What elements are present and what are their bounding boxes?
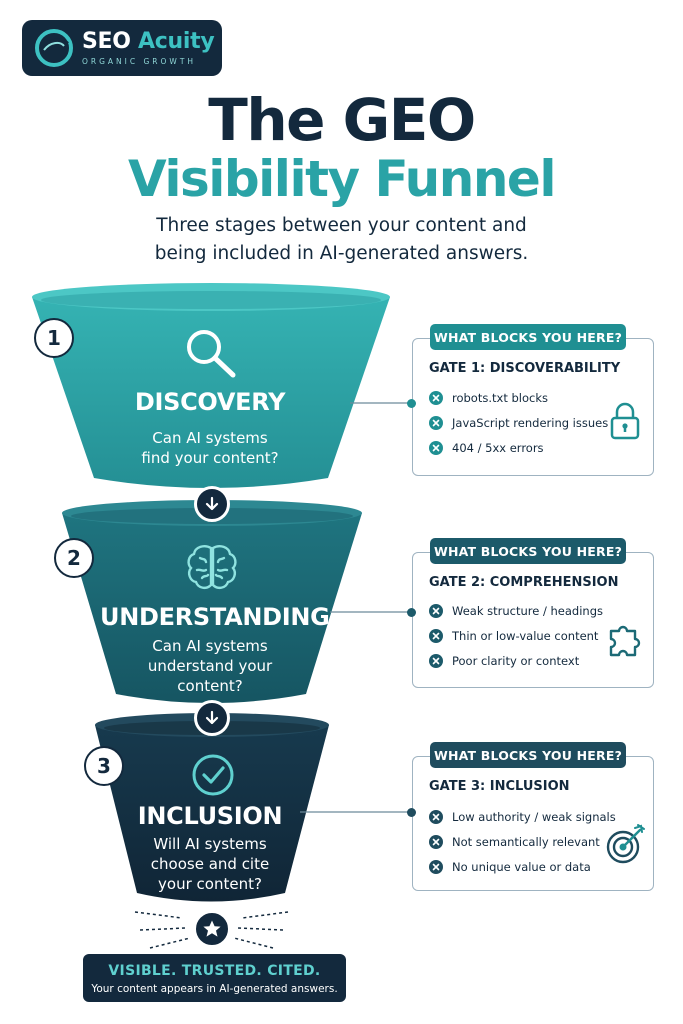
subtitle-line1: Three stages between your content and [156, 215, 527, 236]
brand-name: SEO Acuity [82, 28, 215, 54]
target-icon [606, 824, 645, 864]
gate-3-title: GATE 3: INCLUSION [429, 779, 570, 794]
gate-3-item-text: Low authority / weak signals [452, 810, 616, 824]
gate-2-item: Poor clarity or context [429, 654, 579, 668]
stage-2-name: UNDERSTANDING [100, 603, 330, 631]
stage-2-question-line2: understand your [147, 657, 273, 675]
x-mark-icon [429, 629, 443, 643]
gate-3-item: No unique value or data [429, 860, 591, 874]
star-icon [193, 910, 231, 948]
logo-swirl-icon [35, 29, 73, 67]
stage-number-2: 2 [54, 538, 94, 578]
result-title: VISIBLE. TRUSTED. CITED. [108, 963, 321, 979]
gate-1-item: JavaScript rendering issues [429, 416, 608, 430]
page-subtitle: Three stages between your content and be… [0, 212, 683, 268]
gate-1-item-text: JavaScript rendering issues [452, 416, 609, 430]
stage-3-question-line2: choose and cite [150, 855, 270, 873]
brand-tagline: ORGANIC GROWTH [82, 56, 197, 66]
gate-1-badge: WHAT BLOCKS YOU HERE? [430, 324, 626, 350]
x-mark-icon [429, 835, 443, 849]
gate-3-item-text: Not semantically relevant [452, 835, 600, 849]
stage-2-question: Can AI systems understand your content? [110, 636, 310, 696]
gate-3-connector-dot [407, 808, 416, 817]
funnel-stage-3-body [95, 725, 329, 902]
gate-1-connector-dot [407, 399, 416, 408]
funnel-stage-1-body [32, 297, 390, 488]
gate-3-item-text: No unique value or data [452, 860, 591, 874]
gate-2-item-text: Weak structure / headings [452, 604, 603, 618]
x-mark-icon [429, 416, 443, 430]
stage-number-1: 1 [34, 318, 74, 358]
x-mark-icon [429, 860, 443, 874]
subtitle-line2: being included in AI-generated answers. [154, 243, 529, 264]
gate-3-item: Low authority / weak signals [429, 810, 616, 824]
brain-icon [187, 545, 237, 590]
gate-1-item: 404 / 5xx errors [429, 441, 544, 455]
result-banner: VISIBLE. TRUSTED. CITED. Your content ap… [83, 954, 346, 1002]
stage-2-question-line1: Can AI systems [152, 637, 268, 655]
x-mark-icon [429, 654, 443, 668]
gate-2-item: Thin or low-value content [429, 629, 598, 643]
stage-1-question: Can AI systems find your content? [110, 428, 310, 468]
stage-3-question-line1: Will AI systems [153, 835, 267, 853]
page-title-line2: Visibility Funnel [128, 150, 556, 208]
gate-2-item-text: Poor clarity or context [452, 654, 580, 668]
gate-3-item: Not semantically relevant [429, 835, 600, 849]
stage-1-name: DISCOVERY [134, 388, 286, 416]
gate-1-item-text: robots.txt blocks [452, 391, 548, 405]
down-arrow-icon [194, 486, 230, 522]
stage-3-name: INCLUSION [137, 802, 283, 830]
gate-2-item: Weak structure / headings [429, 604, 603, 618]
x-mark-icon [429, 604, 443, 618]
gate-1-item-text: 404 / 5xx errors [452, 441, 544, 455]
gate-2-title: GATE 2: COMPREHENSION [429, 575, 619, 590]
magnifier-icon [187, 330, 236, 378]
stage-3-question: Will AI systems choose and cite your con… [110, 834, 310, 894]
x-mark-icon [429, 810, 443, 824]
gate-3-badge: WHAT BLOCKS YOU HERE? [430, 742, 626, 768]
result-subtitle: Your content appears in AI-generated ans… [91, 983, 338, 995]
stage-1-question-line2: find your content? [141, 449, 279, 467]
funnel-stage-2-body [62, 513, 362, 703]
down-arrow-icon [194, 700, 230, 736]
stage-2-question-line3: content? [177, 677, 243, 695]
stage-3-question-line3: your content? [158, 875, 262, 893]
gate-1-title: GATE 1: DISCOVERABILITY [429, 361, 621, 376]
stage-1-question-line1: Can AI systems [152, 429, 268, 447]
gate-1-card: GATE 1: DISCOVERABILITY robots.txt block… [412, 338, 654, 476]
x-mark-icon [429, 441, 443, 455]
brand-logo: SEO Acuity ORGANIC GROWTH [22, 20, 222, 76]
check-circle-icon [192, 754, 234, 796]
puzzle-icon [609, 625, 641, 657]
gate-2-item-text: Thin or low-value content [452, 629, 599, 643]
padlock-icon [610, 402, 640, 440]
x-mark-icon [429, 391, 443, 405]
gate-2-card: GATE 2: COMPREHENSION Weak structure / h… [412, 552, 654, 688]
page-title-line1: The GEO [208, 86, 476, 154]
stage-number-3: 3 [84, 746, 124, 786]
gate-1-item: robots.txt blocks [429, 391, 548, 405]
gate-2-connector-dot [407, 608, 416, 617]
gate-3-card: GATE 3: INCLUSION Low authority / weak s… [412, 756, 654, 891]
gate-2-badge: WHAT BLOCKS YOU HERE? [430, 538, 626, 564]
